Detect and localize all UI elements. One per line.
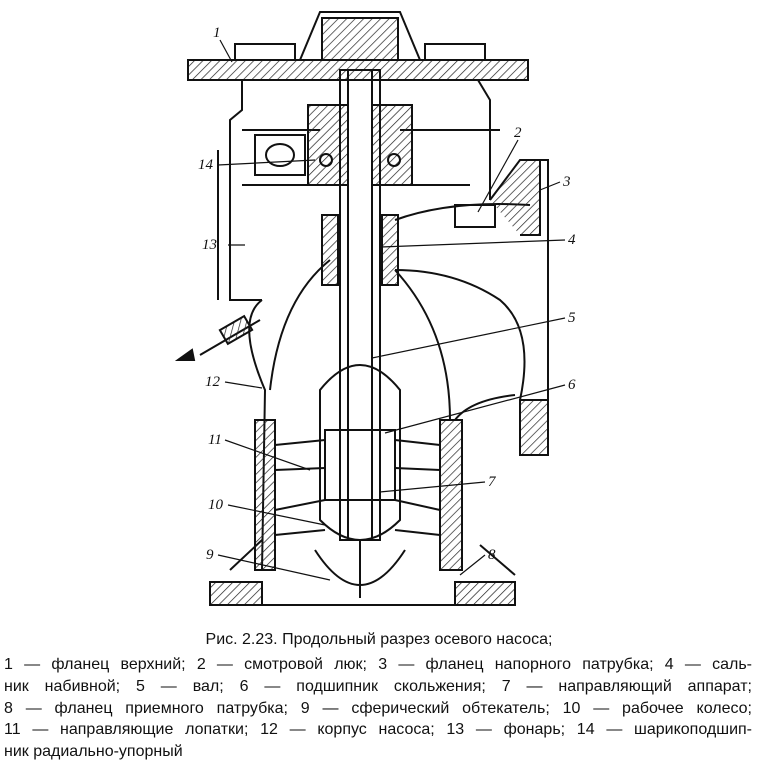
label-1: 1 xyxy=(213,25,221,41)
pump-section-drawing: 1 2 3 4 5 6 7 8 9 10 11 12 13 14 xyxy=(174,11,576,606)
figure-legend: 1 — фланец верхний; 2 — смотровой люк; 3… xyxy=(4,654,752,763)
legend-line: 1 — фланец верхний; 2 — смотровой люк; 3… xyxy=(4,656,752,673)
label-2: 2 xyxy=(514,125,522,141)
legend-line: 8 — фланец приемного патрубка; 9 — сфери… xyxy=(4,699,752,717)
label-6: 6 xyxy=(568,377,576,393)
label-7: 7 xyxy=(488,474,497,490)
label-11: 11 xyxy=(208,432,222,448)
label-5: 5 xyxy=(568,310,576,326)
figure-caption: Рис. 2.23. Продольный разрез осевого нас… xyxy=(205,631,553,648)
label-8: 8 xyxy=(488,547,496,563)
legend-line: 11 — направляющие лопатки; 12 — корпус н… xyxy=(4,721,752,739)
label-14: 14 xyxy=(198,157,214,173)
legend-line: ник набивной; 5 — вал; 6 — подшипник ско… xyxy=(4,677,752,695)
label-3: 3 xyxy=(562,174,571,190)
label-10: 10 xyxy=(208,497,224,513)
legend-line: ник радиально-упорный xyxy=(4,743,183,761)
label-9: 9 xyxy=(206,547,214,563)
label-4: 4 xyxy=(568,232,576,248)
label-12: 12 xyxy=(205,374,221,390)
label-13: 13 xyxy=(202,237,217,253)
